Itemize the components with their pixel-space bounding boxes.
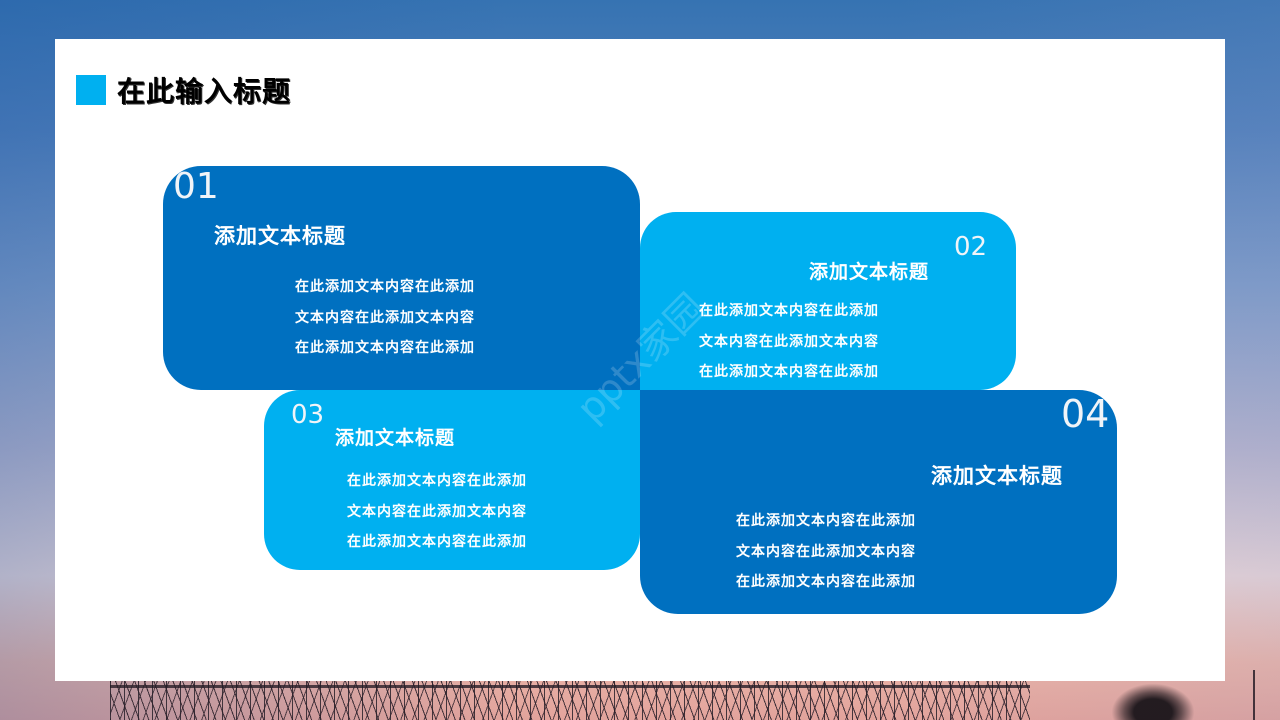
card-title: 添加文本标题 — [214, 223, 346, 248]
card-line: 文本内容在此添加文本内容 — [347, 503, 527, 520]
card-line: 在此添加文本内容在此添加 — [736, 513, 916, 529]
card-line: 文本内容在此添加文本内容 — [295, 309, 475, 326]
slide-title: 在此输入标题 — [117, 75, 292, 108]
card-line: 文本内容在此添加文本内容 — [736, 543, 916, 560]
card-number: 03 — [291, 400, 325, 430]
card-line: 在此添加文本内容在此添加 — [347, 534, 527, 550]
card-body: 在此添加文本内容在此添加 文本内容在此添加文本内容 在此添加文本内容在此添加 — [347, 466, 527, 558]
card-body: 在此添加文本内容在此添加 文本内容在此添加文本内容 在此添加文本内容在此添加 — [736, 506, 916, 598]
card-title: 添加文本标题 — [931, 463, 1063, 488]
card-title: 添加文本标题 — [809, 261, 930, 283]
card-line: 在此添加文本内容在此添加 — [736, 574, 916, 590]
card-04: 04 添加文本标题 在此添加文本内容在此添加 文本内容在此添加文本内容 在此添加… — [640, 390, 1117, 614]
title-square-icon — [76, 75, 106, 105]
card-02: 02 添加文本标题 在此添加文本内容在此添加 文本内容在此添加文本内容 在此添加… — [640, 212, 1016, 390]
card-number: 01 — [173, 166, 219, 207]
card-line: 在此添加文本内容在此添加 — [347, 473, 527, 489]
card-03: 03 添加文本标题 在此添加文本内容在此添加 文本内容在此添加文本内容 在此添加… — [264, 390, 640, 570]
card-line: 在此添加文本内容在此添加 — [699, 364, 879, 380]
card-line: 文本内容在此添加文本内容 — [699, 333, 879, 350]
card-01: 01 添加文本标题 在此添加文本内容在此添加 文本内容在此添加文本内容 在此添加… — [163, 166, 640, 390]
card-title: 添加文本标题 — [335, 427, 456, 449]
card-line: 在此添加文本内容在此添加 — [295, 279, 475, 295]
card-number: 04 — [1061, 392, 1110, 436]
palm-tree-silhouette — [1108, 681, 1198, 720]
scaffold-silhouette — [110, 681, 1030, 720]
card-body: 在此添加文本内容在此添加 文本内容在此添加文本内容 在此添加文本内容在此添加 — [295, 272, 475, 364]
card-line: 在此添加文本内容在此添加 — [295, 340, 475, 356]
card-body: 在此添加文本内容在此添加 文本内容在此添加文本内容 在此添加文本内容在此添加 — [699, 296, 879, 388]
card-number: 02 — [954, 232, 988, 262]
pole — [1253, 670, 1255, 720]
card-line: 在此添加文本内容在此添加 — [699, 303, 879, 319]
